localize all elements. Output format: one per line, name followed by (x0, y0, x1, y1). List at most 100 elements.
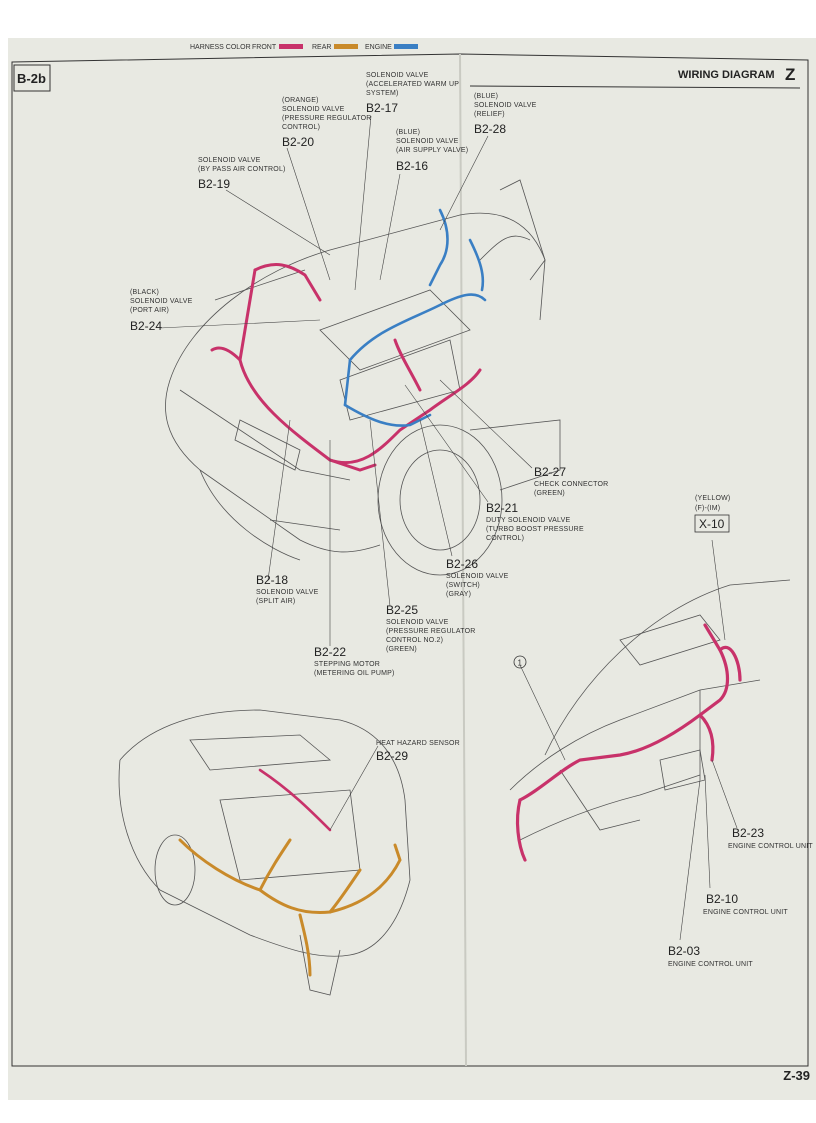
callout-x-10: (YELLOW) (F)-(IM) X-10 (694, 495, 730, 533)
front-harness-engine-bay (210, 263, 482, 472)
callout-b2-29-line-1: HEAT HAZARD SENSOR (376, 740, 460, 747)
legend-rear-swatch (334, 44, 358, 49)
callout-b2-21-line-3: CONTROL) (486, 535, 524, 542)
callout-b2-19: SOLENOID VALVE (BY PASS AIR CONTROL) B2-… (198, 157, 286, 191)
callout-b2-16-line-2: SOLENOID VALVE (396, 138, 459, 145)
callout-b2-16-code: B2-16 (396, 159, 428, 173)
rear-harness (178, 838, 402, 977)
engine-bay-drawing (165, 179, 561, 576)
callout-b2-18-code: B2-18 (256, 573, 288, 587)
callout-b2-19-line-1: SOLENOID VALVE (198, 157, 261, 164)
callout-b2-28-line-2: SOLENOID VALVE (474, 102, 537, 109)
legend-front-swatch (279, 44, 303, 49)
rear-body-drawing (118, 709, 411, 996)
header-title: WIRING DIAGRAM (678, 69, 775, 81)
callout-b2-17-line-1: SOLENOID VALVE (366, 72, 429, 79)
callout-b2-20-line-3: (PRESSURE REGULATOR (282, 115, 372, 122)
callout-b2-27-line-2: (GREEN) (534, 490, 565, 497)
callout-x-10-box (694, 514, 730, 533)
callout-b2-03-line-1: ENGINE CONTROL UNIT (668, 961, 753, 968)
callout-b2-23-line-1: ENGINE CONTROL UNIT (728, 843, 813, 850)
callout-circle-1: 1 (513, 655, 527, 669)
section-box (13, 64, 51, 92)
callout-b2-16-line-1: (BLUE) (396, 129, 420, 136)
callout-b2-25-line-2: (PRESSURE REGULATOR (386, 628, 476, 635)
callout-b2-18: B2-18 SOLENOID VALVE (SPLIT AIR) (256, 573, 319, 605)
callout-b2-28: (BLUE) SOLENOID VALVE (RELIEF) B2-28 (474, 93, 537, 136)
legend-rear-label: REAR (312, 44, 331, 51)
callout-b2-25-line-4: (GREEN) (386, 646, 417, 653)
callout-b2-26: B2-26 SOLENOID VALVE (SWITCH) (GRAY) (446, 557, 509, 598)
legend-front-label: FRONT (252, 44, 277, 51)
page-border (11, 53, 809, 1067)
callout-b2-29-code: B2-29 (376, 749, 408, 763)
callout-b2-26-code: B2-26 (446, 557, 478, 571)
callout-b2-27: B2-27 CHECK CONNECTOR (GREEN) (534, 465, 608, 497)
section-code: B-2b (17, 71, 46, 86)
callout-b2-29: HEAT HAZARD SENSOR B2-29 (376, 740, 460, 763)
callout-b2-21-line-1: DUTY SOLENOID VALVE (486, 517, 570, 524)
callout-b2-24: (BLACK) SOLENOID VALVE (PORT AIR) B2-24 (130, 289, 193, 333)
callout-b2-20: (ORANGE) SOLENOID VALVE (PRESSURE REGULA… (282, 97, 372, 149)
callout-b2-26-line-3: (GRAY) (446, 591, 471, 598)
manual-page (8, 38, 816, 1100)
callout-b2-21-code: B2-21 (486, 501, 518, 515)
callout-b2-25-code: B2-25 (386, 603, 418, 617)
dashboard-drawing (509, 579, 791, 841)
callout-b2-24-line-1: (BLACK) (130, 289, 159, 296)
callout-circle-1-code: 1 (518, 659, 523, 668)
callout-x-10-line-2: (F)-(IM) (695, 505, 720, 512)
callout-x-10-code: X-10 (699, 517, 725, 531)
callout-b2-20-code: B2-20 (282, 135, 314, 149)
callout-b2-10-line-1: ENGINE CONTROL UNIT (703, 909, 788, 916)
callout-b2-24-line-2: SOLENOID VALVE (130, 298, 193, 305)
callout-b2-25: B2-25 SOLENOID VALVE (PRESSURE REGULATOR… (386, 603, 476, 653)
callout-b2-27-code: B2-27 (534, 465, 566, 479)
page-fold (459, 53, 467, 1067)
callout-b2-22-line-1: STEPPING MOTOR (314, 661, 380, 668)
callout-b2-27-line-1: CHECK CONNECTOR (534, 481, 608, 488)
callout-b2-17-line-3: SYSTEM) (366, 90, 399, 97)
header-letter: Z (785, 65, 795, 84)
page-number: Z-39 (783, 1068, 810, 1083)
callout-b2-20-line-1: (ORANGE) (282, 97, 319, 104)
callout-b2-03-code: B2-03 (668, 944, 700, 958)
callout-b2-19-code: B2-19 (198, 177, 230, 191)
callout-b2-22: B2-22 STEPPING MOTOR (METERING OIL PUMP) (314, 645, 394, 677)
callout-x-10-line-1: (YELLOW) (695, 495, 730, 502)
callout-b2-21: B2-21 DUTY SOLENOID VALVE (TURBO BOOST P… (486, 501, 584, 542)
callout-b2-24-code: B2-24 (130, 319, 162, 333)
callout-b2-28-code: B2-28 (474, 122, 506, 136)
callout-b2-26-line-2: (SWITCH) (446, 582, 480, 589)
callout-b2-18-line-2: (SPLIT AIR) (256, 598, 295, 605)
callout-b2-17-line-2: (ACCELERATED WARM UP (366, 81, 459, 88)
callout-b2-19-line-2: (BY PASS AIR CONTROL) (198, 166, 286, 173)
callout-b2-03: B2-03 ENGINE CONTROL UNIT (668, 944, 753, 968)
callout-b2-28-line-1: (BLUE) (474, 93, 498, 100)
header-rule (469, 85, 801, 89)
callout-b2-18-line-1: SOLENOID VALVE (256, 589, 319, 596)
callout-b2-28-line-3: (RELIEF) (474, 111, 505, 118)
callout-b2-21-line-2: (TURBO BOOST PRESSURE (486, 526, 584, 533)
callout-b2-25-line-1: SOLENOID VALVE (386, 619, 449, 626)
callout-b2-25-line-3: CONTROL NO.2) (386, 637, 443, 644)
callout-b2-22-code: B2-22 (314, 645, 346, 659)
dashboard-front-harness (515, 623, 742, 862)
legend-engine-label: ENGINE (365, 44, 392, 51)
engine-harness (343, 208, 487, 427)
callout-b2-10: B2-10 ENGINE CONTROL UNIT (703, 892, 788, 916)
callout-b2-10-code: B2-10 (706, 892, 738, 906)
callout-b2-16-line-3: (AIR SUPPLY VALVE) (396, 147, 468, 154)
callout-b2-23-code: B2-23 (732, 826, 764, 840)
rear-front-harness (258, 768, 332, 832)
callout-b2-24-line-3: (PORT AIR) (130, 307, 169, 314)
legend-engine-swatch (394, 44, 418, 49)
callout-b2-20-line-2: SOLENOID VALVE (282, 106, 345, 113)
callout-b2-17-code: B2-17 (366, 101, 398, 115)
callout-b2-26-line-1: SOLENOID VALVE (446, 573, 509, 580)
legend-title: HARNESS COLOR (190, 44, 251, 51)
callout-b2-16: (BLUE) SOLENOID VALVE (AIR SUPPLY VALVE)… (396, 129, 468, 173)
callout-b2-17: SOLENOID VALVE (ACCELERATED WARM UP SYST… (366, 72, 459, 115)
callout-b2-23: B2-23 ENGINE CONTROL UNIT (728, 826, 813, 850)
